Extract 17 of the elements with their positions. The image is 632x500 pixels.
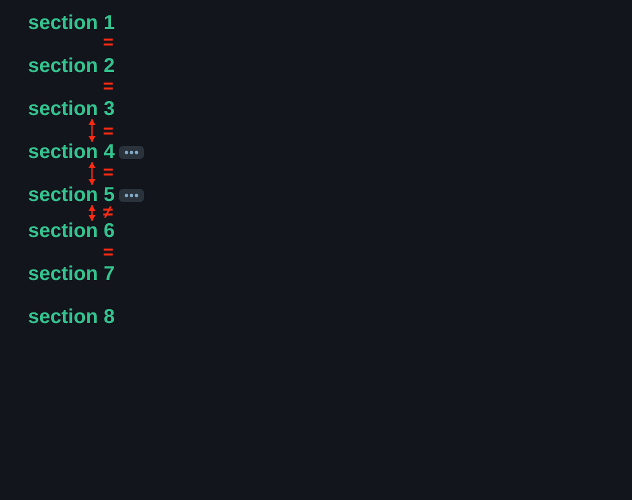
double-headed-arrow [88,205,96,221]
double-headed-arrow [88,119,96,142]
comparison-sign: = [103,245,114,259]
comparison-sign: = [103,124,114,138]
comparison-sign: ≠ [103,205,113,219]
comparison-sign: = [103,79,114,93]
section-title: section 8 [28,308,115,326]
double-headed-arrow [88,162,96,185]
section-title: section 4 [28,143,115,161]
comparison-sign: = [103,165,114,179]
section-title: section 5 [28,186,115,204]
section-title: section 1 [28,14,115,32]
section-title: section 2 [28,57,115,75]
comparison-sign: = [103,35,114,49]
section-title: section 7 [28,265,115,283]
section-title: section 6 [28,222,115,240]
section-title: section 3 [28,100,115,118]
